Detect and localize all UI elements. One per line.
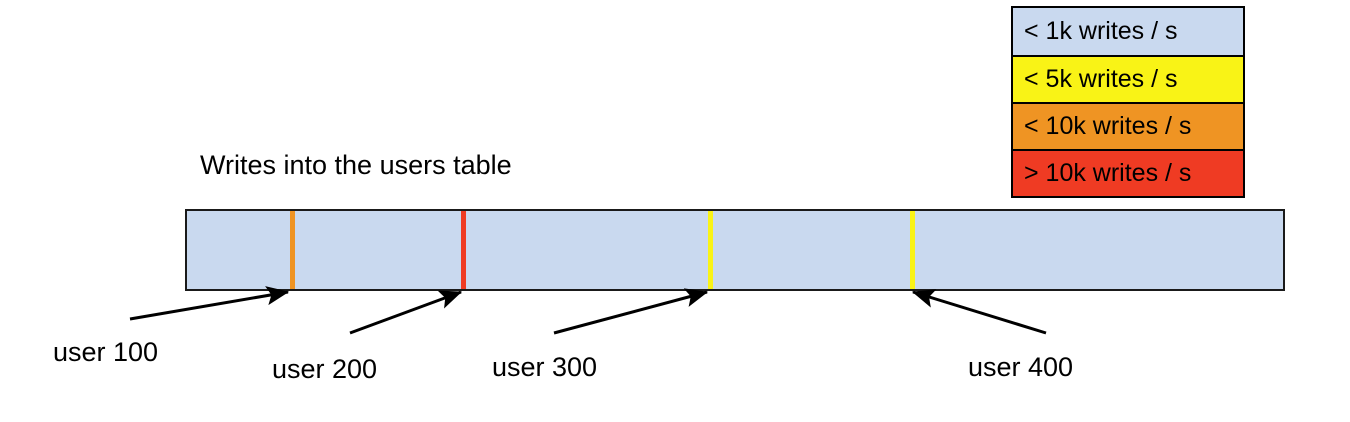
label-user-300: user 300 bbox=[492, 352, 598, 382]
arrow-to-user-400 bbox=[911, 289, 1047, 335]
legend-item-label: > 10k writes / s bbox=[1024, 159, 1192, 187]
legend-item-under-10k: < 10k writes / s bbox=[1013, 102, 1243, 149]
users-table-band bbox=[185, 209, 1285, 291]
legend-item-label: < 5k writes / s bbox=[1024, 65, 1178, 93]
legend-item-label: < 1k writes / s bbox=[1024, 17, 1178, 45]
chart-title: Writes into the users table bbox=[200, 150, 512, 180]
label-user-100: user 100 bbox=[53, 337, 159, 367]
band-fill bbox=[187, 211, 1283, 289]
marker-user-400 bbox=[910, 211, 915, 289]
arrow-to-user-100 bbox=[129, 286, 290, 321]
label-user-200: user 200 bbox=[272, 354, 378, 384]
legend-item-under-1k: < 1k writes / s bbox=[1013, 8, 1243, 55]
legend-item-over-10k: > 10k writes / s bbox=[1013, 149, 1243, 196]
legend: < 1k writes / s < 5k writes / s < 10k wr… bbox=[1011, 6, 1245, 198]
marker-user-100 bbox=[290, 211, 295, 289]
legend-item-under-5k: < 5k writes / s bbox=[1013, 55, 1243, 102]
legend-item-label: < 10k writes / s bbox=[1024, 112, 1192, 140]
arrow-to-user-200 bbox=[349, 290, 463, 335]
marker-user-200 bbox=[461, 211, 466, 289]
marker-user-300 bbox=[708, 211, 713, 289]
arrow-to-user-300 bbox=[553, 288, 709, 335]
label-user-400: user 400 bbox=[968, 352, 1074, 382]
